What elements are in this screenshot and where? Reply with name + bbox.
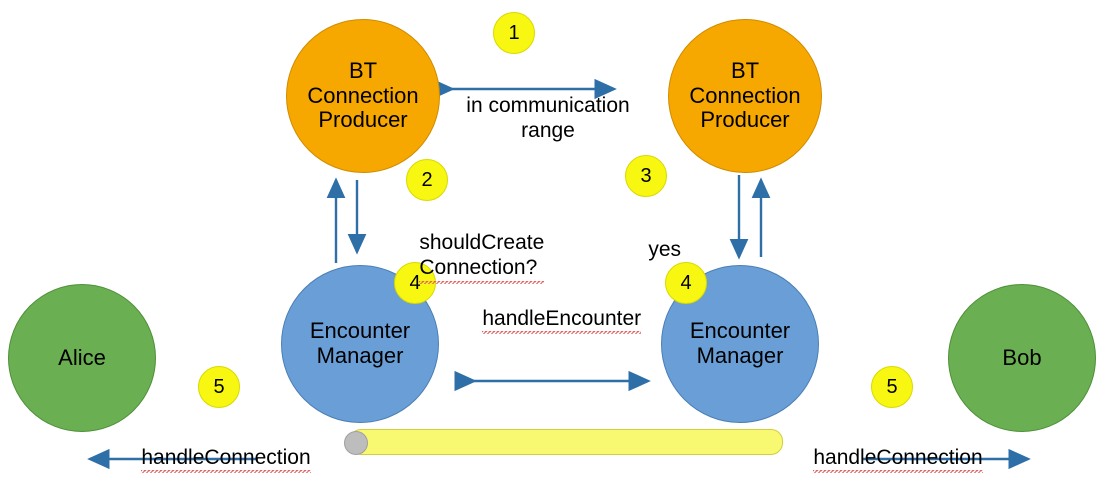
label-text: yes: [648, 238, 682, 262]
node-label: Bob: [1002, 344, 1042, 370]
step-badge-number: 3: [640, 164, 652, 187]
arrow-should-create-connection: [326, 177, 367, 263]
node-person-bob[interactable]: Bob: [948, 284, 1096, 432]
step-badge-3: 3: [625, 155, 667, 197]
step-badge-5-right: 5: [871, 366, 913, 408]
step-badge-number: 5: [886, 375, 898, 398]
arrow-yes: [729, 175, 771, 260]
label-text: handleConnection: [813, 445, 983, 474]
label-handle-encounter: handleEncounter: [459, 281, 642, 360]
step-badge-number: 4: [409, 271, 421, 294]
step-badge-number: 1: [508, 21, 520, 44]
label-handle-connection-left: handleConnection: [118, 420, 311, 499]
label-text: handleConnection: [141, 445, 311, 474]
step-badge-number: 5: [213, 375, 225, 398]
step-badge-4-right: 4: [665, 262, 707, 304]
node-label: BT Connection Producer: [689, 58, 801, 133]
diagram-canvas: BT Connection Producer BT Connection Pro…: [8, 12, 1096, 474]
label-text: handleEncounter: [482, 306, 642, 335]
connection-pill[interactable]: [349, 429, 783, 455]
node-bt-connection-producer-left[interactable]: BT Connection Producer: [286, 19, 440, 173]
label-text: shouldCreate Connection?: [419, 230, 545, 284]
label-in-communication-range: in communication range: [452, 68, 644, 144]
step-badge-number: 2: [421, 168, 433, 191]
step-badge-2: 2: [406, 159, 448, 201]
label-should-create-connection: shouldCreate Connection?: [396, 205, 576, 309]
node-person-alice[interactable]: Alice: [8, 284, 156, 432]
node-label: Encounter Manager: [689, 318, 791, 368]
node-label: Alice: [58, 344, 106, 370]
step-badge-5-left: 5: [198, 366, 240, 408]
step-badge-1: 1: [493, 12, 535, 54]
connection-pill-handle[interactable]: [344, 431, 368, 455]
label-handle-connection-right: handleConnection: [790, 420, 983, 499]
node-label: BT Connection Producer: [307, 58, 419, 133]
step-badge-number: 4: [680, 271, 692, 294]
label-yes: yes: [625, 212, 681, 288]
node-label: Encounter Manager: [309, 318, 411, 368]
node-bt-connection-producer-right[interactable]: BT Connection Producer: [668, 19, 822, 173]
node-encounter-manager-right[interactable]: Encounter Manager: [661, 265, 819, 423]
label-text: in communication range: [466, 94, 630, 143]
